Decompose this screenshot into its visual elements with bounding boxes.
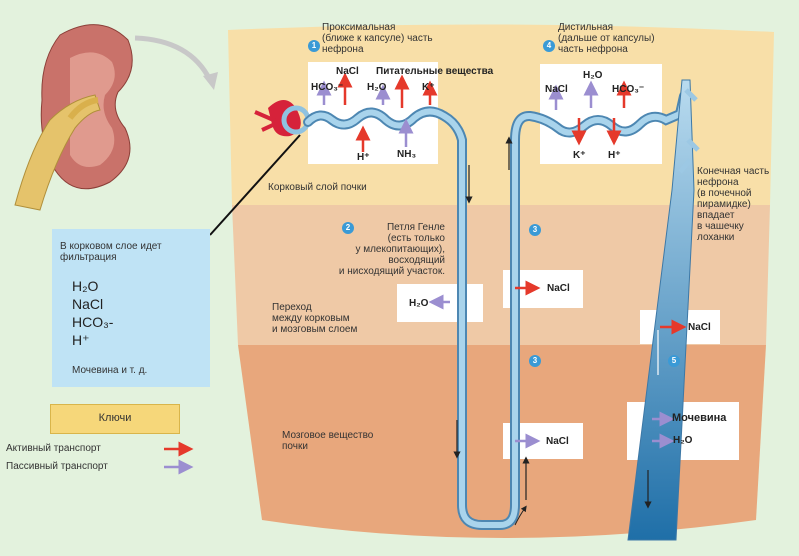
urea-label: Мочевина bbox=[672, 413, 726, 424]
distal-nacl: NaCl bbox=[545, 84, 568, 95]
nacl-med-label: NaCl bbox=[546, 436, 569, 447]
nacl-asc-label: NaCl bbox=[547, 283, 570, 294]
step-marker-3: 3 bbox=[529, 224, 541, 236]
proximal-title: Проксимальная (ближе к капсуле) часть не… bbox=[322, 22, 433, 55]
legend-title-box: Ключи bbox=[50, 404, 180, 434]
distal-k: K⁺ bbox=[573, 150, 586, 161]
filtration-item: HCO₃- bbox=[72, 313, 113, 331]
zoom-arrow bbox=[135, 38, 210, 80]
proximal-hco3: HCO₃⁻ bbox=[311, 82, 343, 93]
distal-h2o: H₂O bbox=[583, 70, 602, 81]
filtration-title: В корковом слое идет фильтрация bbox=[60, 241, 162, 263]
filtration-panel: В корковом слое идет фильтрация H₂O NaCl… bbox=[52, 229, 210, 387]
distal-h: H⁺ bbox=[608, 150, 621, 161]
legend-passive: Пассивный транспорт bbox=[6, 461, 108, 472]
step-marker-5: 5 bbox=[668, 355, 680, 367]
kidney-illustration bbox=[15, 25, 132, 210]
proximal-nutrients: Питательные вещества bbox=[376, 66, 493, 77]
filtration-item: NaCl bbox=[72, 295, 103, 313]
collecting-duct-label: Конечная часть нефрона (в почечной пирам… bbox=[697, 166, 769, 243]
cortex-label: Корковый слой почки bbox=[268, 182, 367, 193]
legend-active: Активный транспорт bbox=[6, 443, 101, 454]
distal-title: Дистильная (дальше от капсулы) часть неф… bbox=[558, 22, 655, 55]
proximal-nh3: NH₃ bbox=[397, 149, 416, 160]
legend-title: Ключи bbox=[51, 413, 179, 424]
h2o-desc-label: H₂O bbox=[409, 298, 428, 309]
step-marker-3b: 3 bbox=[529, 355, 541, 367]
filtration-item: H⁺ bbox=[72, 331, 90, 349]
proximal-k: K⁺ bbox=[422, 82, 435, 93]
filtration-footer: Мочевина и т. д. bbox=[72, 365, 147, 376]
step-marker-4: 4 bbox=[543, 40, 555, 52]
proximal-h: H⁺ bbox=[357, 152, 370, 163]
proximal-h2o: H₂O bbox=[367, 82, 386, 93]
proximal-nacl: NaCl bbox=[336, 66, 359, 77]
step-marker-1: 1 bbox=[308, 40, 320, 52]
nacl-coll-label: NaCl bbox=[688, 322, 711, 333]
h2o-coll-label: H₂O bbox=[673, 435, 692, 446]
distal-hco3: HCO₃⁻ bbox=[612, 84, 644, 95]
loop-of-henle-label: Петля Генле (есть только у млекопитающих… bbox=[285, 222, 445, 277]
transition-label: Переход между корковым и мозговым слоем bbox=[272, 302, 357, 335]
filtration-item: H₂O bbox=[72, 277, 98, 295]
medulla-label: Мозговое вещество почки bbox=[282, 430, 373, 452]
